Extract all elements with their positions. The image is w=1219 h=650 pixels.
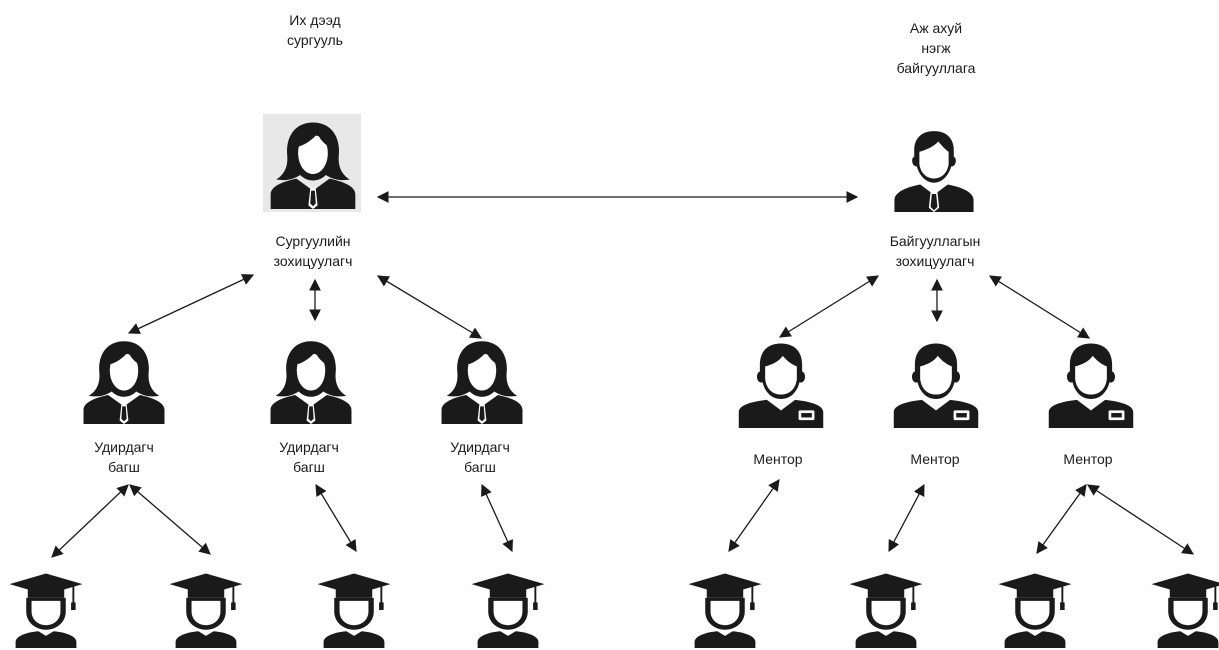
graduate-student-icon <box>316 572 392 650</box>
connector-arrow <box>989 275 1090 339</box>
graduate-student-icon <box>8 572 84 650</box>
mentor-badge-icon <box>1048 343 1134 428</box>
company-coordinator-icon <box>894 131 974 212</box>
supervisor-label: Удирдагч багш <box>279 439 339 475</box>
connector-arrow <box>315 483 357 553</box>
connector-arrow <box>888 483 925 553</box>
graduate-student-icon <box>997 572 1073 650</box>
university-label: Их дээд сургууль <box>287 12 343 48</box>
supervisor-icon <box>441 341 523 424</box>
connector-arrow <box>728 479 780 552</box>
supervisor-icon <box>83 341 165 424</box>
company-coordinator-label: Байгууллагын зохицуулагч <box>889 233 981 269</box>
mentor-label: Ментор <box>910 451 960 467</box>
mentor-label: Ментор <box>753 451 803 467</box>
graduate-student-icon <box>470 572 546 650</box>
graduate-student-icon <box>1150 572 1219 650</box>
supervisor-label: Удирдагч багш <box>450 439 510 475</box>
supervisor-icon <box>270 341 352 424</box>
mentor-label: Ментор <box>1063 451 1113 467</box>
connector-arrow <box>481 483 513 553</box>
school-coordinator-label: Сургуулийн зохицуулагч <box>273 233 353 269</box>
connector-arrow <box>129 484 211 555</box>
connector-arrow <box>1036 484 1087 554</box>
graduate-student-icon <box>687 572 763 650</box>
connector-arrow <box>1087 484 1194 555</box>
connector-arrow <box>127 274 255 334</box>
graduate-student-icon <box>848 572 924 650</box>
mentor-badge-icon <box>893 343 979 428</box>
connector-arrow <box>376 275 483 339</box>
connector-arrow <box>779 275 879 338</box>
graduate-student-icon <box>168 572 244 650</box>
mentor-badge-icon <box>738 343 824 428</box>
supervisor-label: Удирдагч багш <box>94 439 154 475</box>
connector-arrow <box>51 484 129 558</box>
company-label: Аж ахуй нэгж байгууллага <box>896 20 976 76</box>
